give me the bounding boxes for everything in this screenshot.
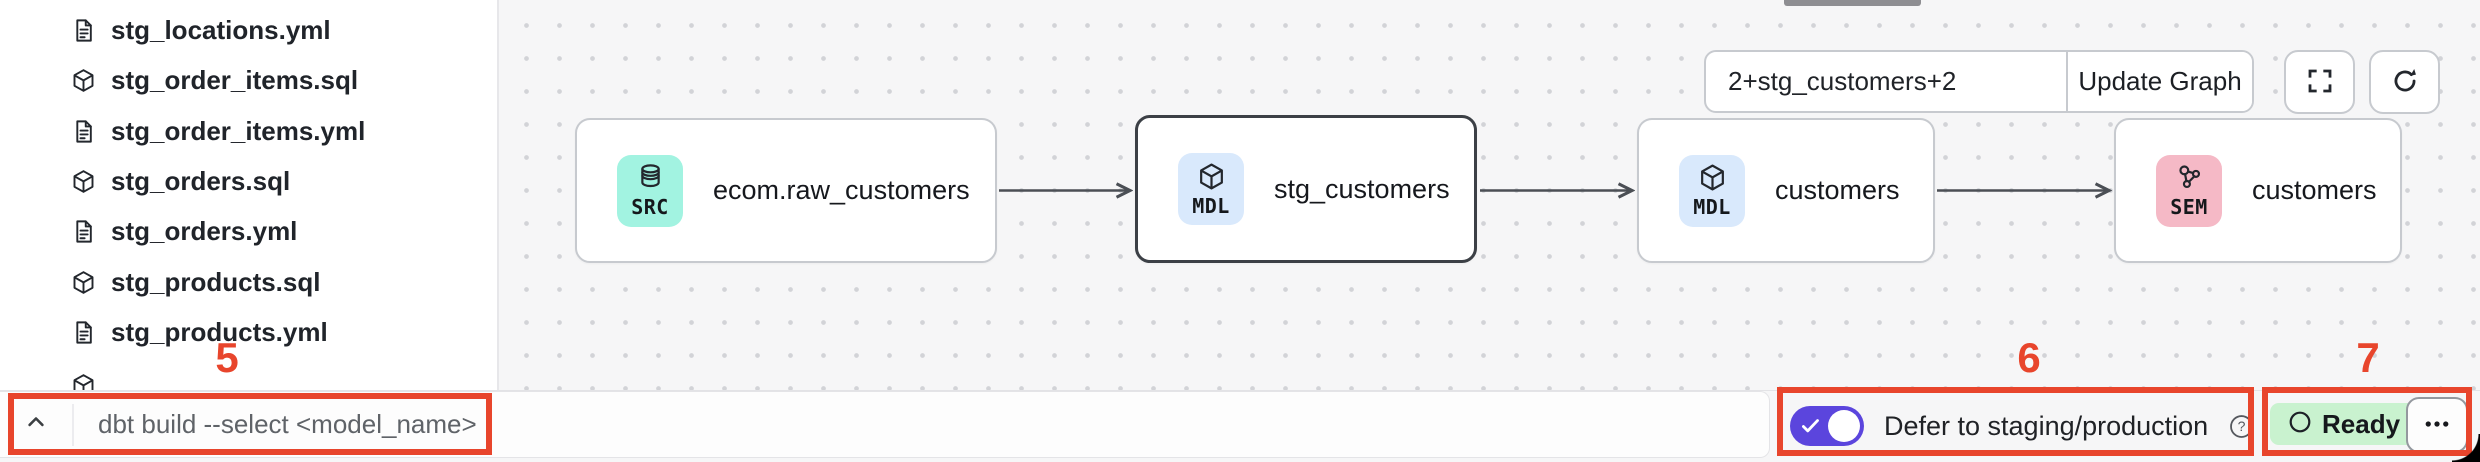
update-graph-button[interactable]: Update Graph: [2068, 52, 2252, 111]
document-icon: [70, 218, 97, 245]
fullscreen-icon: [2304, 65, 2336, 100]
help-icon[interactable]: ?: [2228, 413, 2255, 440]
expand-command-bar-button[interactable]: [0, 408, 72, 441]
file-tree-item[interactable]: stg_locations.yml: [0, 9, 497, 51]
file-tree-item[interactable]: [0, 364, 497, 390]
node-type-label: MDL: [1693, 195, 1731, 219]
lineage-node-customers-model[interactable]: MDL customers: [1637, 118, 1935, 263]
node-type-label: MDL: [1192, 193, 1230, 218]
defer-control: Defer to staging/production ?: [1790, 390, 2255, 462]
status-circle-icon: [2288, 410, 2312, 439]
model-cube-icon: [70, 67, 97, 94]
file-tree-item[interactable]: stg_orders.yml: [0, 210, 497, 252]
file-name: stg_products.sql: [111, 266, 321, 297]
node-type-badge: SRC: [617, 154, 683, 227]
node-label: ecom.raw_customers: [713, 175, 970, 205]
file-name: stg_orders.yml: [111, 215, 298, 246]
cube-icon: [1196, 161, 1227, 192]
node-type-label: SRC: [631, 195, 669, 219]
file-name: stg_locations.yml: [111, 14, 331, 45]
divider: [72, 403, 74, 446]
model-cube-icon: [70, 168, 97, 195]
document-icon: [70, 319, 97, 346]
status-label: Ready: [2322, 408, 2401, 439]
toggle-knob: [1828, 410, 1860, 442]
lineage-node-stg-customers[interactable]: MDL stg_customers: [1135, 115, 1477, 263]
semantic-model-icon: [2174, 162, 2205, 193]
defer-toggle[interactable]: [1790, 406, 1864, 446]
file-tree-item[interactable]: stg_products.sql: [0, 261, 497, 303]
node-type-badge: SEM: [2156, 154, 2222, 227]
node-type-badge: MDL: [1178, 153, 1244, 225]
command-input[interactable]: [74, 408, 1769, 441]
node-type-badge: MDL: [1679, 154, 1745, 227]
lineage-edges: [999, 0, 2480, 390]
file-name: stg_orders.sql: [111, 165, 291, 196]
file-name: stg_order_items.yml: [111, 115, 366, 146]
window-corner: [2452, 434, 2480, 462]
status-badge[interactable]: Ready: [2270, 403, 2419, 445]
canvas-scrollbar-thumb[interactable]: [1784, 0, 1921, 6]
defer-label: Defer to staging/production: [1884, 410, 2209, 441]
file-tree-item[interactable]: stg_order_items.yml: [0, 110, 497, 152]
chevron-up-icon: [22, 408, 50, 441]
lineage-canvas[interactable]: SRC ecom.raw_customers MDL stg_customers…: [499, 0, 2480, 390]
command-bar: [0, 391, 1770, 458]
file-tree-item[interactable]: stg_orders.sql: [0, 160, 497, 202]
lineage-node-source[interactable]: SRC ecom.raw_customers: [575, 118, 997, 263]
document-icon: [70, 118, 97, 145]
file-tree-item[interactable]: stg_products.yml: [0, 311, 497, 353]
lineage-node-customers-semantic[interactable]: SEM customers: [2114, 118, 2402, 263]
cube-icon: [1697, 162, 1728, 193]
ellipsis-icon: [2422, 409, 2452, 442]
node-label: customers: [2252, 175, 2377, 205]
document-icon: [70, 17, 97, 44]
file-name: stg_order_items.sql: [111, 64, 359, 95]
refresh-icon: [2389, 65, 2421, 100]
lineage-selector: Update Graph: [1704, 50, 2254, 113]
check-icon: [1798, 413, 1824, 439]
file-name: stg_products.yml: [111, 316, 328, 347]
model-cube-icon: [70, 269, 97, 296]
refresh-button[interactable]: [2369, 50, 2440, 114]
file-tree-sidebar: stg_locations.yml stg_order_items.sql st…: [0, 0, 499, 390]
fullscreen-button[interactable]: [2284, 50, 2355, 114]
node-type-label: SEM: [2170, 195, 2208, 219]
node-label: customers: [1775, 175, 1900, 205]
svg-text:?: ?: [2238, 418, 2246, 434]
lineage-selector-input[interactable]: [1706, 52, 2066, 111]
divider: [2066, 52, 2068, 111]
model-cube-icon: [70, 372, 97, 390]
database-icon: [635, 162, 666, 193]
file-tree-item[interactable]: stg_order_items.sql: [0, 59, 497, 101]
node-label: stg_customers: [1274, 173, 1450, 204]
